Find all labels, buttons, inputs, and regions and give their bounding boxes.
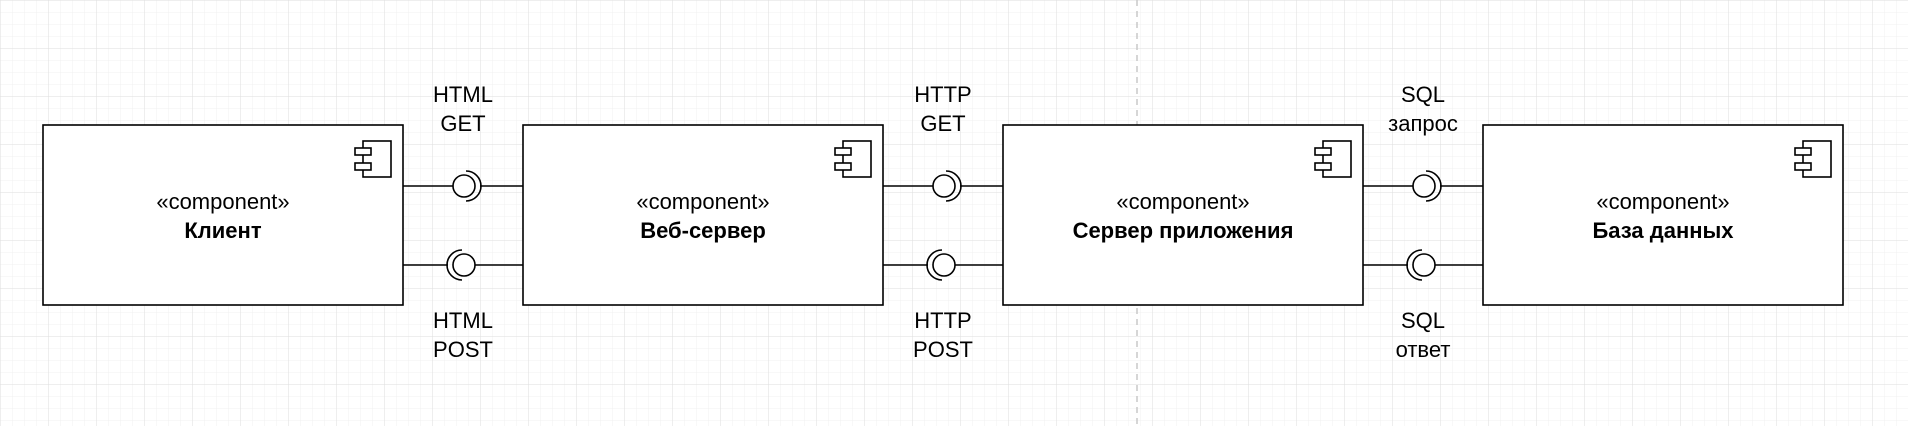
- component-box[interactable]: [42, 124, 404, 306]
- component-box[interactable]: [1482, 124, 1844, 306]
- connectors: [403, 170, 1483, 281]
- component-icon: [354, 140, 392, 178]
- component-name: База данных: [1592, 218, 1734, 243]
- interface-label-top: HTTP: [914, 82, 971, 107]
- component-icon: [1314, 140, 1352, 178]
- component-stereotype: «component»: [1596, 189, 1729, 214]
- interface-connector-top: [883, 170, 1003, 202]
- component-box[interactable]: [1002, 124, 1364, 306]
- interface-label-bottom: SQL: [1401, 308, 1445, 333]
- interface-label-top: GET: [920, 111, 965, 136]
- component-1[interactable]: «component» Клиент: [42, 124, 404, 306]
- component-2[interactable]: «component» Веб-сервер: [522, 124, 884, 306]
- component-stereotype: «component»: [156, 189, 289, 214]
- component-icon: [1794, 140, 1832, 178]
- component-name: Сервер приложения: [1073, 218, 1294, 243]
- interface-connector-bottom: [1363, 249, 1483, 281]
- interface-label-top: GET: [440, 111, 485, 136]
- interface-label-bottom: HTTP: [914, 308, 971, 333]
- components-layer: «component»Клиент«component»Веб-сервер«c…: [42, 124, 1844, 306]
- component-name: Клиент: [184, 218, 261, 243]
- component-4[interactable]: «component» База данных: [1482, 124, 1844, 306]
- component-stereotype: «component»: [636, 189, 769, 214]
- interface-connector-bottom: [883, 249, 1003, 281]
- interface-label-top: запрос: [1388, 111, 1458, 136]
- interface-connector-top: [1363, 170, 1483, 202]
- interface-label-top: HTML: [433, 82, 493, 107]
- interface-label-top: SQL: [1401, 82, 1445, 107]
- component-box[interactable]: [522, 124, 884, 306]
- interface-labels: HTMLGETHTMLPOSTHTTPGETHTTPPOSTSQLзапросS…: [433, 82, 1458, 362]
- component-name: Веб-сервер: [640, 218, 766, 243]
- interface-label-bottom: POST: [433, 337, 493, 362]
- interface-connector-bottom: [403, 249, 523, 281]
- component-stereotype: «component»: [1116, 189, 1249, 214]
- interface-label-bottom: ответ: [1396, 337, 1451, 362]
- component-3[interactable]: «component» Сервер приложения: [1002, 124, 1364, 306]
- interface-label-bottom: HTML: [433, 308, 493, 333]
- component-icon: [834, 140, 872, 178]
- interface-connector-top: [403, 170, 523, 202]
- interface-label-bottom: POST: [913, 337, 973, 362]
